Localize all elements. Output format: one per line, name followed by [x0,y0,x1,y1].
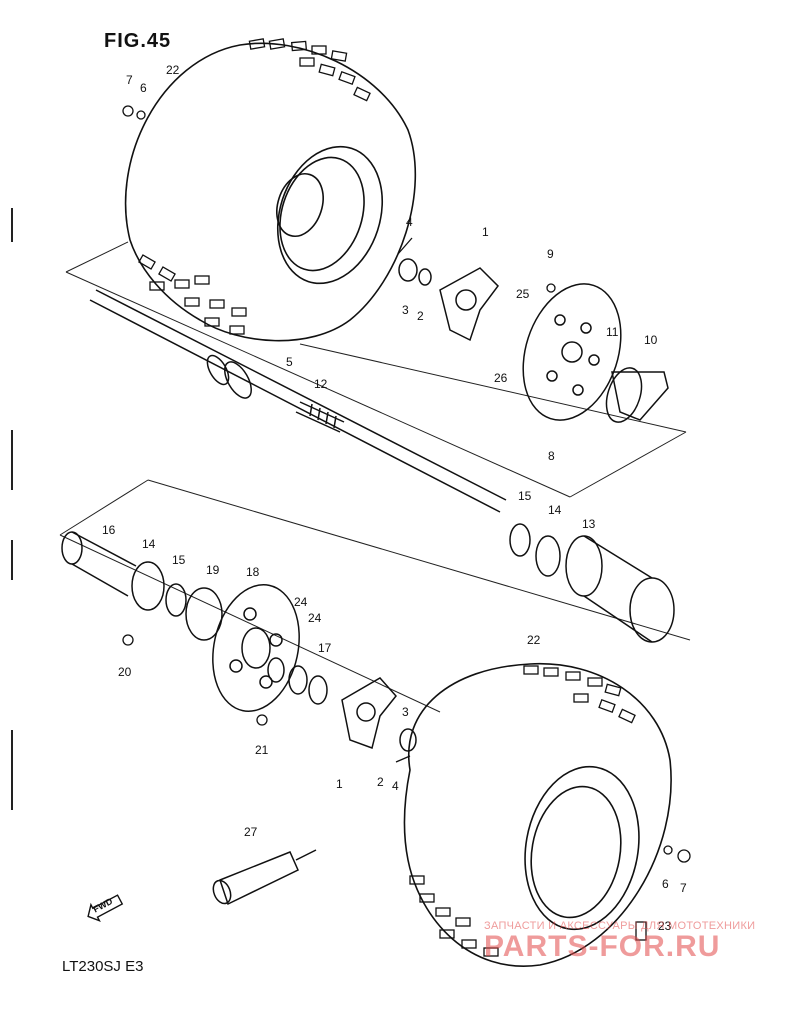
callout-25: 25 [516,287,530,301]
callout-3-top: 3 [402,303,409,317]
callout-1-bottom: 1 [336,777,343,791]
brake-disc [522,283,622,421]
callout-16: 16 [102,523,116,537]
callout-14-left: 14 [142,537,156,551]
callout-20: 20 [118,665,132,679]
upper-tire-tread [138,38,371,335]
watermark-tagline: ЗАПЧАСТИ И АКСЕССУАРЫ ДЛЯ МОТОТЕХНИКИ [484,920,756,932]
callout-6-bottom: 6 [662,877,669,891]
fwd-arrow-icon [87,894,124,922]
disc-cover-parts [605,367,669,423]
callout-8: 8 [548,449,555,463]
lower-tire-tread [409,665,636,957]
callout-5: 5 [286,355,293,369]
callout-24-b: 24 [308,611,322,625]
callout-22-bottom: 22 [527,633,541,647]
callout-27: 27 [244,825,258,839]
rear-axle-shaft [89,289,507,513]
watermark-site: PARTS-FOR.RU [484,930,721,963]
callout-24-a: 24 [294,595,308,609]
upper-tire [124,42,417,342]
callout-9: 9 [547,247,554,261]
callout-12: 12 [314,377,328,391]
callout-23: 23 [658,919,672,933]
spacers [267,657,328,705]
callout-21: 21 [255,743,269,757]
callout-10: 10 [644,333,658,347]
callout-19: 19 [206,563,220,577]
callout-22-top: 22 [166,63,180,77]
figure-title: FIG.45 [104,30,172,52]
callout-4-bottom: 4 [392,779,399,793]
callout-labels: 22 7 6 4 1 9 3 2 25 26 11 10 5 12 8 15 1… [102,63,687,933]
callout-4-top: 4 [406,215,413,229]
callout-13: 13 [582,517,596,531]
grease-tube [212,849,317,906]
callout-7-top: 7 [126,73,133,87]
callout-15-left: 15 [172,553,186,567]
lower-tire [403,662,672,967]
callout-3-bottom: 3 [402,705,409,719]
watermark: ЗАПЧАСТИ И АКСЕССУАРЫ ДЛЯ МОТОТЕХНИКИ PA… [484,920,755,964]
callout-15-right: 15 [518,489,532,503]
fasteners [122,105,691,941]
rear-sprocket [212,584,300,712]
callout-14-right: 14 [548,503,562,517]
forward-direction-arrow: FWD [81,889,127,927]
callout-6-top: 6 [140,81,147,95]
lower-left-components [61,531,223,641]
upper-hub [398,258,499,342]
callout-17: 17 [318,641,332,655]
upper-assembly-outline [65,241,687,498]
callout-2-top: 2 [417,309,424,323]
model-code: LT230SJ E3 [62,958,144,975]
lower-assembly-outline [59,479,691,713]
callout-26: 26 [494,371,508,385]
bearing-case [509,523,675,643]
callout-18: 18 [246,565,260,579]
callout-7-bottom: 7 [680,881,687,895]
lower-hub [341,677,417,752]
callout-1-top: 1 [482,225,489,239]
callout-11: 11 [606,325,619,339]
callout-2-bottom: 2 [377,775,384,789]
